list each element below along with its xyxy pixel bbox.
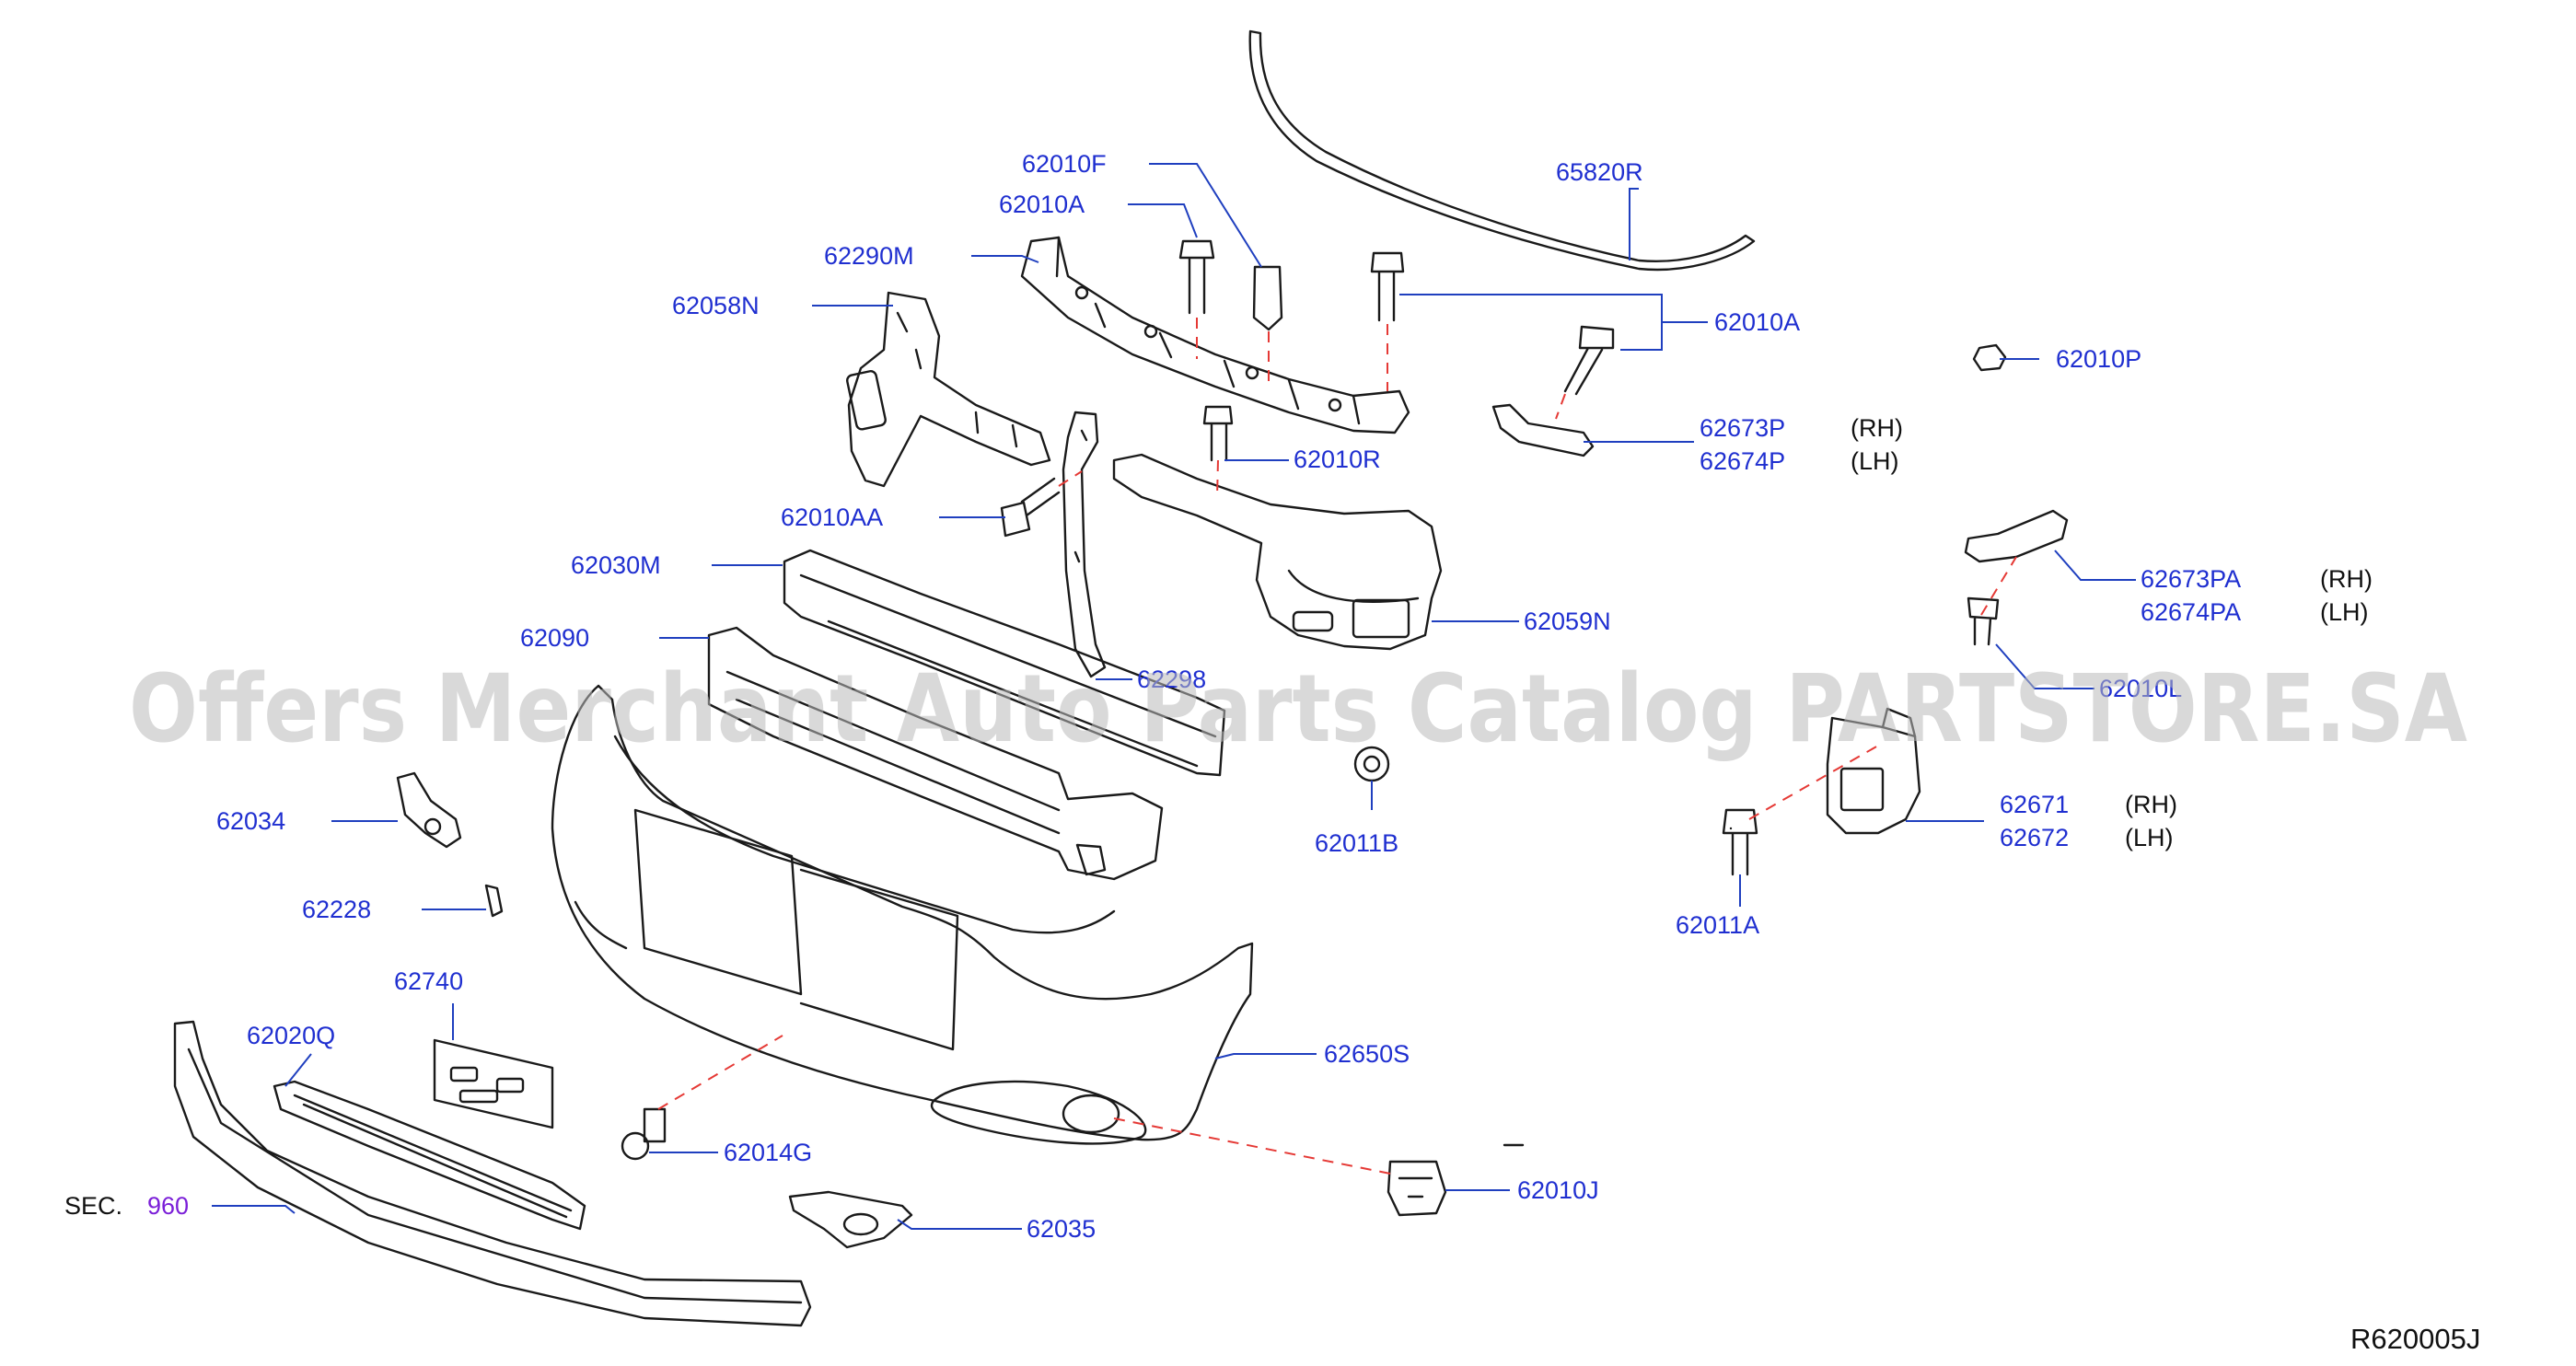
part-62298-drawing [1062,411,1107,678]
side-note-62673P: (RH) [1851,414,1903,442]
label-62673P[interactable]: 62673P [1700,414,1785,442]
label-62290M[interactable]: 62290M [824,242,914,270]
dashed-connectors [657,318,2017,1175]
part-62010J-drawing [1387,1160,1447,1217]
section-prefix: SEC. [64,1192,122,1220]
label-62030M[interactable]: 62030M [571,551,661,579]
fastener-bolts [1000,239,2007,1147]
diagram-id: R620005J [2350,1323,2480,1355]
label-62674P[interactable]: 62674P [1700,447,1785,475]
part-62228-drawing [484,884,504,918]
side-note-62674P: (LH) [1851,447,1899,475]
label-62035[interactable]: 62035 [1027,1215,1096,1243]
part-62090-drawing [707,626,1164,881]
side-note-62671: (RH) [2125,791,2177,818]
label-62059N[interactable]: 62059N [1524,608,1611,635]
label-62010P[interactable]: 62010P [2056,345,2141,373]
label-62298[interactable]: 62298 [1137,666,1206,693]
part-62014G-drawing [621,1107,667,1161]
part-62034-drawing [396,771,462,849]
side-note-62672: (LH) [2125,824,2174,851]
label-62090[interactable]: 62090 [520,624,589,652]
label-62020Q[interactable]: 62020Q [247,1022,335,1049]
label-65820R[interactable]: 65820R [1556,158,1643,186]
label-62034[interactable]: 62034 [216,807,285,835]
watermark-text: Offers Merchant Auto Parts Catalog PARTS… [129,654,2467,764]
leader-lines [212,163,2136,1230]
part-spoiler-drawing [173,1020,812,1327]
part-65820R-drawing [1248,29,1756,272]
part-62059N-drawing [1112,453,1443,651]
label-62673PA[interactable]: 62673PA [2141,565,2241,593]
part-62650S-drawing [551,684,1254,1145]
label-62740[interactable]: 62740 [394,967,463,995]
part-62020Q-drawing [273,1080,586,1231]
part-62673P-drawing [1491,403,1595,457]
label-62650S[interactable]: 62650S [1324,1040,1410,1068]
label-62011B[interactable]: 62011B [1315,829,1398,857]
label-62671[interactable]: 62671 [2000,791,2069,818]
part-62740-drawing [433,1038,554,1129]
label-62010R[interactable]: 62010R [1294,446,1381,473]
label-62010J[interactable]: 62010J [1517,1176,1599,1204]
label-62010A-top[interactable]: 62010A [999,191,1085,218]
label-62672[interactable]: 62672 [2000,824,2069,851]
part-62671-drawing [1826,707,1921,835]
part-62058N-drawing [846,291,1051,488]
label-62058N[interactable]: 62058N [672,292,760,319]
side-note-62673PA: (RH) [2320,565,2373,593]
label-62674PA[interactable]: 62674PA [2141,598,2241,626]
part-62035-drawing [788,1190,913,1249]
part-62290M-drawing [1020,236,1410,434]
part-62030M-drawing [783,549,1226,777]
label-62228[interactable]: 62228 [302,896,371,923]
label-62010L[interactable]: 62010L [2099,675,2182,702]
label-62010A-right[interactable]: 62010A [1714,308,1800,336]
label-62010AA[interactable]: 62010AA [781,504,883,531]
label-62011A[interactable]: 62011A [1676,911,1759,939]
label-62014G[interactable]: 62014G [724,1139,812,1166]
section-ref-link[interactable]: 960 [147,1192,189,1220]
side-note-62674PA: (LH) [2320,598,2369,626]
part-62673PA-drawing [1964,509,2069,563]
label-62010F[interactable]: 62010F [1022,150,1107,178]
